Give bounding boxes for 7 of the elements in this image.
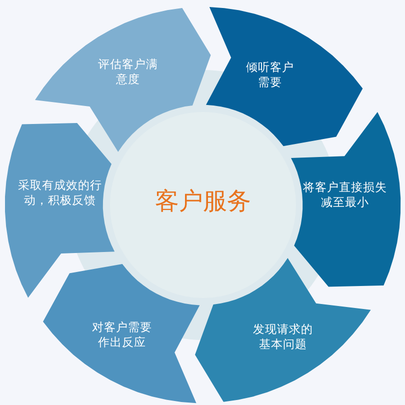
step-label: 采取有成效的行动，积极反馈 <box>16 178 103 208</box>
step-label: 对客户需要作出反应 <box>90 320 153 350</box>
step-label: 发现请求的基本问题 <box>252 322 314 352</box>
step-label: 倾听客户需要 <box>244 60 295 90</box>
step-label: 评估客户满意度 <box>96 56 159 87</box>
step-label: 将客户直接损失减至最小 <box>302 180 388 210</box>
center-title: 客户服务 <box>155 186 251 217</box>
